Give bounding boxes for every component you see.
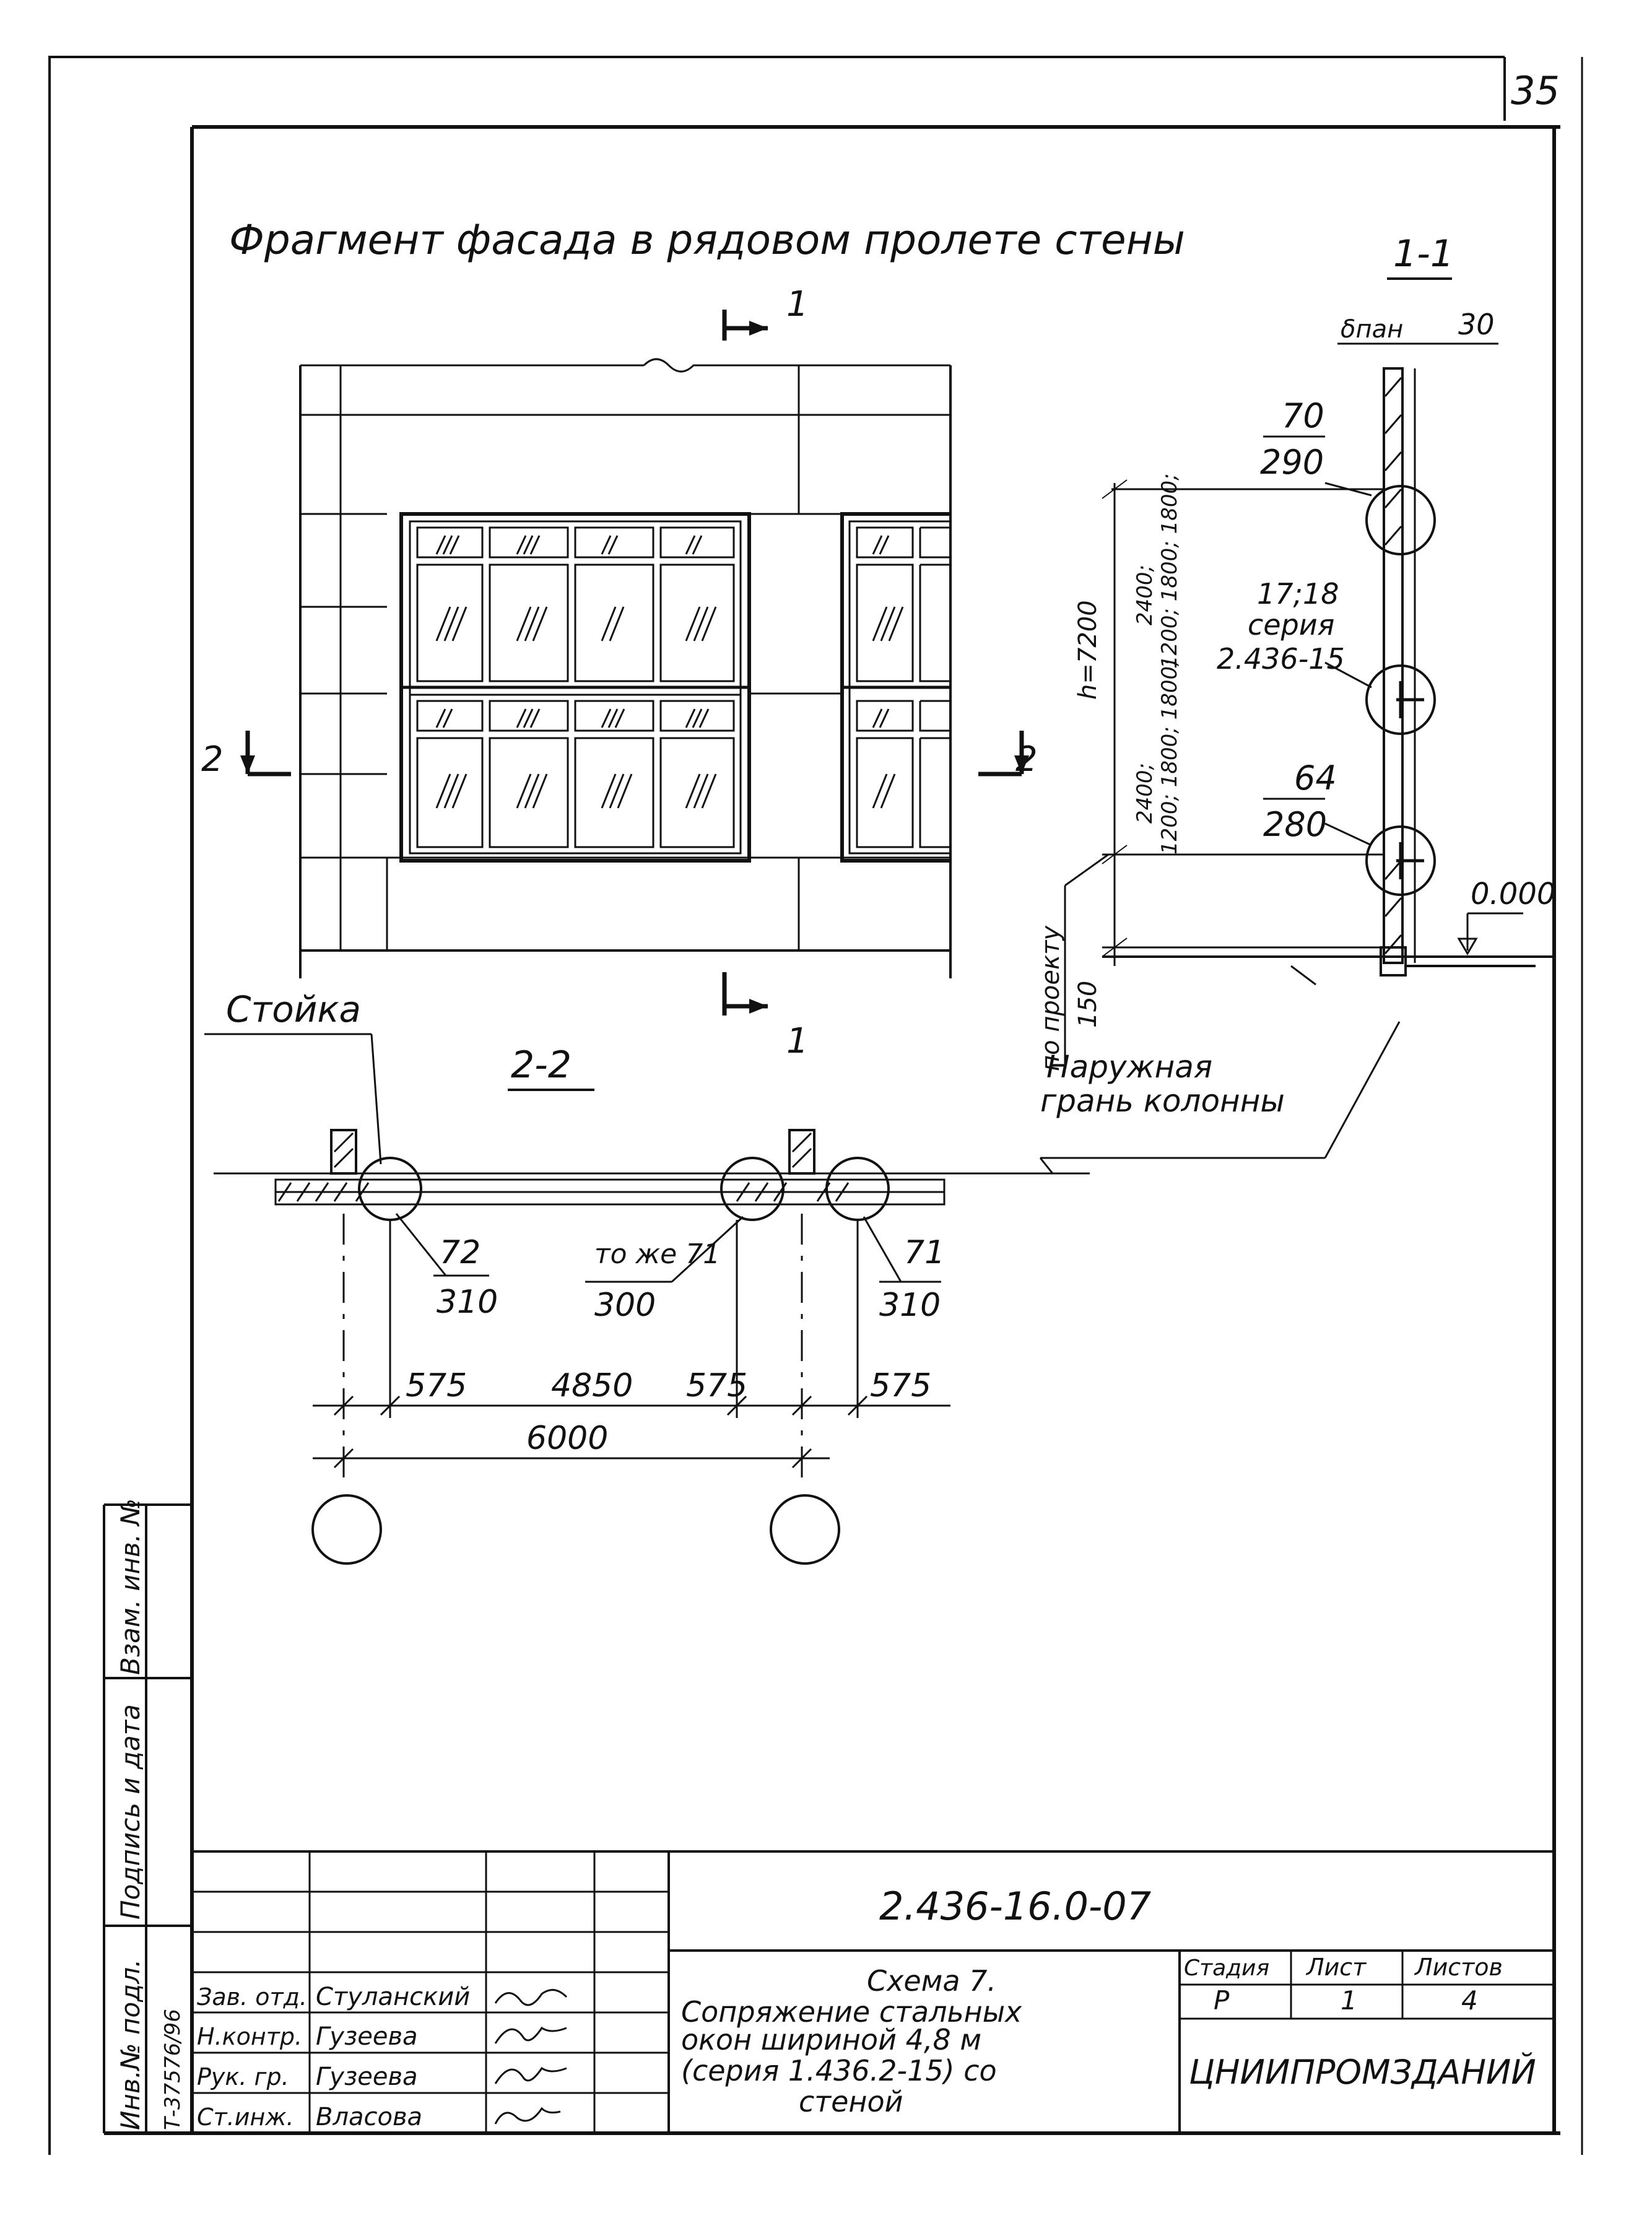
dim-upper-set: 1200; 1800; 1800;: [1157, 473, 1182, 669]
cut-mark-bottom: 1: [786, 1021, 809, 1061]
role-4: Ст.инж.: [197, 2103, 294, 2131]
callout-left-num: 72: [440, 1234, 480, 1271]
callout-bot-den: 280: [1263, 805, 1327, 844]
callout-top-num: 70: [1282, 396, 1324, 435]
dim-h-7200: h=7200: [1074, 600, 1102, 700]
desc-line-4: (серия 1.436.2-15) со: [681, 2054, 997, 2087]
dim-575-c: 575: [870, 1367, 931, 1404]
drawing-code: 2.436-16.0-07: [879, 1884, 1151, 1929]
signatures: [494, 1989, 568, 2125]
level-mark: 0.000: [1471, 877, 1555, 911]
stoika-label: Стойка: [226, 988, 361, 1030]
cut-mark-top: 1: [786, 284, 809, 324]
sheet-value: 1: [1341, 1985, 1357, 2016]
callout-right-num: 71: [904, 1234, 945, 1271]
callout-right-den: 310: [879, 1287, 941, 1324]
name-2: Гузеева: [316, 2022, 418, 2051]
dim-30: 30: [1458, 308, 1495, 341]
callout-mid-line-3: 2.436-15: [1217, 642, 1345, 676]
role-2: Н.контр.: [197, 2023, 302, 2050]
po-proektu-label: по проекту: [1037, 925, 1065, 1071]
role-3: Рук. гр.: [197, 2063, 289, 2090]
sheet-frame: [48, 56, 1583, 2155]
callout-mid-num: то же 71: [594, 1238, 720, 1270]
section-1-1-label: 1-1: [1393, 232, 1454, 276]
side-podpis: Подпись и дата: [115, 1704, 146, 1920]
dim-lower-set: 1200; 1800; 1800;: [1157, 659, 1182, 855]
facade-fragment: 1 1 2 2: [201, 284, 1038, 1061]
organization-name: ЦНИИПРОМЗДАНИЙ: [1189, 2053, 1536, 2092]
dim-4850: 4850: [551, 1367, 633, 1404]
dim-6000: 6000: [526, 1420, 608, 1457]
col-sheet-header: Лист: [1305, 1954, 1367, 1981]
dim-575-a: 575: [406, 1367, 467, 1404]
callout-mid-line-2: серия: [1248, 608, 1334, 642]
dim-upper-2400: 2400;: [1132, 565, 1157, 625]
desc-line-2: Сопряжение стальных: [681, 1995, 1022, 2029]
callout-mid-line-1: 17;18: [1257, 577, 1339, 611]
page-number: 35: [1511, 68, 1560, 113]
sheets-value: 4: [1461, 1985, 1478, 2016]
cut-mark-left: 2: [201, 739, 224, 780]
cut-mark-right: 2: [1015, 739, 1038, 780]
outer-edge-line-2: грань колонны: [1040, 1083, 1285, 1119]
drawing-title: Фрагмент фасада в рядовом пролете стены: [229, 216, 1185, 264]
name-3: Гузеева: [316, 2063, 418, 2091]
callout-top-den: 290: [1260, 443, 1324, 482]
col-stage-header: Стадия: [1184, 1955, 1269, 1981]
dim-panel-thickness: δпан: [1341, 315, 1403, 344]
section-2-2-label: 2-2: [511, 1043, 572, 1087]
section-2-2: Стойка 2-2 72 310 то же 71 300 71 310: [204, 988, 1090, 1565]
dim-575-b: 575: [686, 1367, 747, 1404]
stage-value: Р: [1214, 1985, 1230, 2016]
section-1-1: 1-1 δпан 30 70 290 17;18 серия 2.436-15 …: [1037, 232, 1555, 1159]
dim-150: 150: [1074, 981, 1102, 1028]
name-4: Власова: [316, 2103, 422, 2131]
role-1: Зав. отд.: [197, 1983, 307, 2011]
callout-bot-num: 64: [1294, 759, 1337, 798]
dim-lower-2400: 2400;: [1132, 763, 1157, 824]
callout-left-den: 310: [437, 1284, 498, 1321]
outer-edge-line-1: Наружная: [1046, 1049, 1212, 1085]
desc-line-1: Схема 7.: [867, 1964, 996, 1998]
side-vzam: Взам. инв. №: [115, 1499, 146, 1675]
side-inv-no: Т-37576/96: [160, 2009, 185, 2130]
name-1: Стуланский: [316, 1983, 470, 2011]
callout-mid-den: 300: [594, 1287, 656, 1324]
desc-line-5: стеной: [799, 2085, 903, 2118]
side-strip: Взам. инв. № Подпись и дата Инв.№ подл. …: [103, 1499, 192, 2133]
col-sheets-header: Листов: [1414, 1954, 1503, 1981]
title-block: 2.436-16.0-07 Схема 7. Сопряжение стальн…: [192, 1850, 1554, 2133]
side-inv-podl: Инв.№ подл.: [115, 1959, 146, 2130]
desc-line-3: окон шириной 4,8 м: [681, 2023, 981, 2056]
